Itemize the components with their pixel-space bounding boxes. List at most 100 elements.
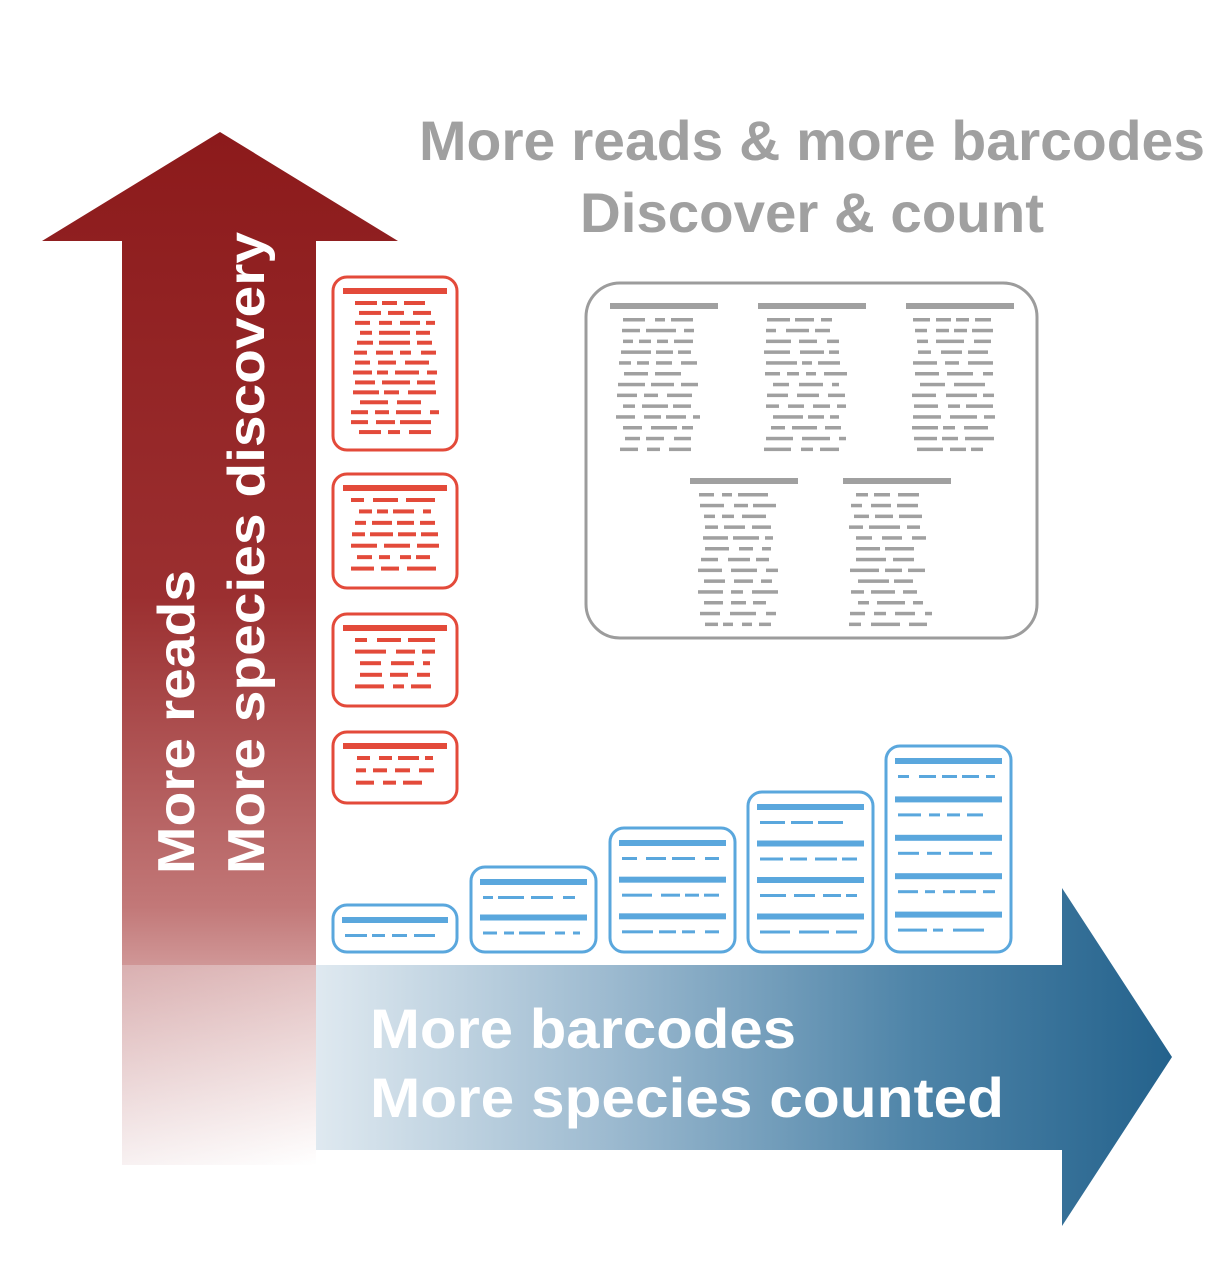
combined-dash xyxy=(731,601,746,605)
read-dash xyxy=(390,672,408,677)
combined-dash xyxy=(698,568,722,573)
read-dash xyxy=(351,420,368,425)
combined-dash xyxy=(942,436,958,441)
read-card xyxy=(331,472,459,590)
combined-dash xyxy=(622,328,640,333)
combined-dash xyxy=(722,493,732,497)
barcode-dash xyxy=(949,851,973,855)
combined-dash xyxy=(954,328,967,333)
read-dash xyxy=(409,430,431,435)
combined-dash xyxy=(765,372,780,376)
read-dash xyxy=(393,509,414,514)
barcode-dash xyxy=(933,928,943,932)
barcode-dash xyxy=(659,930,676,934)
vertical-label-line-1: More reads xyxy=(148,570,206,874)
read-dash xyxy=(379,330,410,335)
read-dash xyxy=(405,360,429,365)
combined-dash xyxy=(856,557,886,562)
combined-dash xyxy=(678,350,691,354)
combined-dash xyxy=(802,361,812,365)
barcode-header xyxy=(757,877,864,883)
combined-dash xyxy=(657,339,668,344)
barcode-dash xyxy=(372,934,385,937)
combined-dash xyxy=(801,447,813,452)
combined-dash xyxy=(885,568,902,573)
combined-dash xyxy=(871,622,900,627)
barcode-dash xyxy=(790,857,807,861)
combined-dash xyxy=(724,525,745,529)
barcode-dash xyxy=(791,821,813,824)
combined-dash xyxy=(705,547,729,551)
barcode-dash xyxy=(760,930,790,934)
read-dash xyxy=(383,780,396,785)
combined-dash xyxy=(646,436,664,441)
combined-dash xyxy=(722,514,734,519)
barcode-dash xyxy=(622,893,652,897)
combined-dash xyxy=(984,415,995,419)
combined-dash xyxy=(682,426,693,430)
read-dash xyxy=(353,370,372,375)
read-card-header xyxy=(343,288,447,294)
combined-dash xyxy=(874,611,886,616)
combined-dash xyxy=(913,601,923,605)
combined-dash xyxy=(655,372,681,376)
barcode-dash xyxy=(483,896,493,899)
combined-dash xyxy=(899,514,922,519)
combined-dash xyxy=(673,404,691,408)
read-dash xyxy=(403,780,422,785)
read-dash xyxy=(351,566,374,571)
combined-dash xyxy=(752,590,778,594)
combined-dash xyxy=(856,547,880,551)
barcode-dash xyxy=(846,894,857,897)
read-dash xyxy=(355,638,367,642)
combined-dash xyxy=(983,393,994,398)
read-dash xyxy=(372,520,392,525)
read-dash xyxy=(400,420,431,425)
read-dash xyxy=(421,532,438,537)
combined-dash xyxy=(813,404,830,408)
read-dash xyxy=(408,638,435,642)
combined-dash xyxy=(674,436,691,441)
combined-dash xyxy=(839,436,846,441)
combined-dash xyxy=(646,328,676,333)
barcode-dash xyxy=(898,890,918,894)
combined-dash xyxy=(766,436,793,441)
combined-dash xyxy=(954,382,985,387)
combined-dash xyxy=(802,436,830,441)
combined-dash xyxy=(918,350,931,354)
barcode-dash xyxy=(925,890,935,894)
combined-dash xyxy=(766,568,778,573)
read-dash xyxy=(355,301,377,305)
combined-box-contents xyxy=(610,303,1014,627)
combined-dash xyxy=(765,536,773,540)
arrow-corner xyxy=(122,965,316,1165)
barcode-dash xyxy=(986,775,995,778)
combined-dash xyxy=(808,415,824,419)
read-dash xyxy=(360,672,382,677)
combined-dash xyxy=(897,503,918,508)
combined-dash xyxy=(753,601,766,605)
barcode-dash xyxy=(498,896,524,899)
combined-dash xyxy=(885,547,914,551)
combined-dash xyxy=(894,579,913,583)
combined-dash xyxy=(983,372,993,376)
barcode-dash xyxy=(823,894,841,897)
barcode-card xyxy=(331,903,459,954)
combined-dash xyxy=(766,328,776,333)
combined-dash xyxy=(950,415,977,419)
barcode-dash xyxy=(962,775,979,778)
barcode-header xyxy=(895,796,1002,803)
combined-dash xyxy=(972,328,993,333)
combined-dash xyxy=(898,493,919,497)
combined-header xyxy=(758,303,866,309)
read-dash xyxy=(377,370,388,375)
barcode-dash xyxy=(815,857,837,861)
combined-dash xyxy=(913,361,937,365)
read-dash xyxy=(400,320,420,325)
read-dash xyxy=(353,390,379,395)
combined-dash xyxy=(795,318,814,322)
combined-dash xyxy=(837,404,846,408)
combined-dash xyxy=(742,622,752,627)
read-dash xyxy=(391,661,414,666)
